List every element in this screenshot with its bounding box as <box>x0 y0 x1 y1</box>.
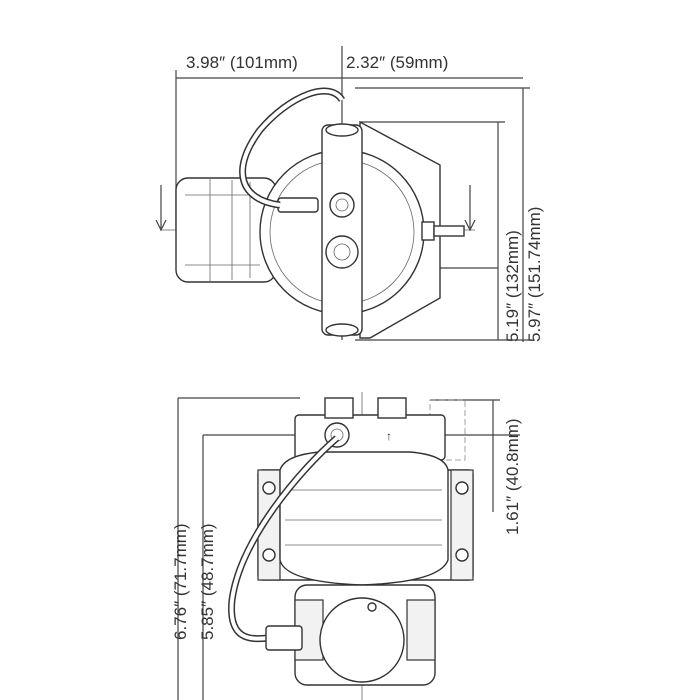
flow-arrow-icon: ↑ <box>386 429 392 443</box>
motor-fins-right <box>406 599 436 661</box>
top-dim-height-outer: 5.97″ (151.74mm) <box>525 207 544 342</box>
manifold-port-left <box>324 397 354 419</box>
top-dim-width-right: 2.32″ (59mm) <box>346 53 448 72</box>
front-dim-height-outer: 6.76″ (71.7mm) <box>171 523 190 640</box>
cable-fitting <box>277 197 319 213</box>
ghost-fitting-outline <box>429 399 466 461</box>
outlet-port-bore <box>333 243 351 261</box>
side-fitting-barb <box>433 225 465 237</box>
front-dim-port-offset: 1.61″ (40.8mm) <box>503 418 522 535</box>
left-down-arrow <box>155 185 167 232</box>
power-cable-inner <box>240 89 344 207</box>
bolt-3 <box>455 481 469 495</box>
pump-body <box>279 451 449 586</box>
top-port-cap <box>325 123 359 137</box>
bottom-port-cap <box>325 323 359 337</box>
top-dim-width-left: 3.98″ (101mm) <box>186 53 298 72</box>
bolt-1 <box>262 481 276 495</box>
front-dim-height-inner: 5.85″ (48.7mm) <box>198 523 217 640</box>
motor-endcap <box>319 597 405 683</box>
pump-column <box>321 124 363 336</box>
top-dim-height-inner: 5.19″ (132mm) <box>503 230 522 342</box>
cable-gland-front <box>265 625 303 651</box>
top-view: 3.98″ (101mm) 2.32″ (59mm) 5.19″ (132mm)… <box>155 46 544 342</box>
manifold-port-right <box>377 397 407 419</box>
inlet-port <box>329 192 355 218</box>
motor-screw <box>367 602 377 612</box>
inlet-port-bore <box>335 198 349 212</box>
bolt-4 <box>455 548 469 562</box>
side-fitting <box>421 221 435 241</box>
bolt-2 <box>262 548 276 562</box>
right-down-arrow <box>464 185 476 232</box>
front-view: 6.76″ (71.7mm) 5.85″ (48.7mm) 1.61″ (40.… <box>171 392 522 700</box>
outlet-port <box>325 235 359 269</box>
power-cable-front-inner <box>229 436 339 641</box>
